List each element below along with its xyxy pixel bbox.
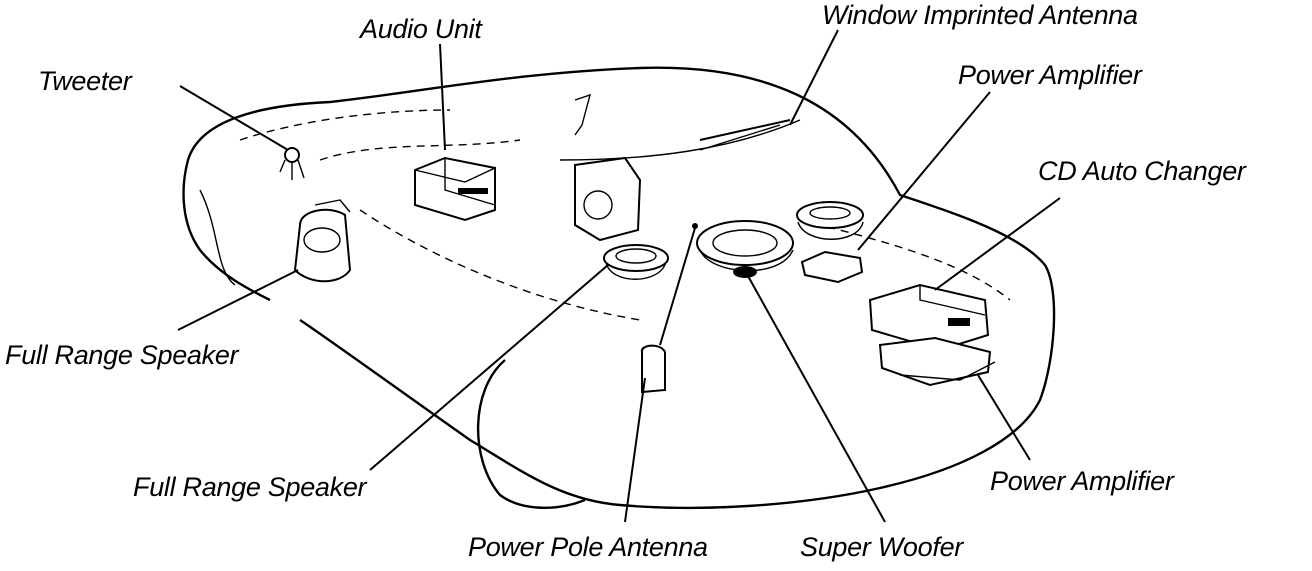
rear-shelf-speaker-shape [796, 201, 864, 240]
audio-unit-label: Audio Unit [360, 14, 482, 44]
power-amplifier-bottom-shape [878, 336, 996, 387]
tweeter-shape [279, 147, 305, 180]
car-floor-line [359, 209, 641, 321]
tweeter-label: Tweeter [38, 66, 132, 96]
front-speaker-shape [293, 199, 352, 283]
car-rear-wheel-arch [476, 359, 586, 509]
power-pole-antenna-label: Power Pole Antenna [468, 532, 708, 562]
car-roof-outline [186, 66, 1056, 510]
audio-unit-shape [414, 156, 496, 222]
car-rear-window [559, 119, 801, 161]
power-amplifier-top-label: Power Amplifier [958, 60, 1142, 90]
power-pole-antenna-shape [640, 223, 698, 394]
super-woofer-label: Super Woofer [800, 532, 963, 562]
power-amplifier-top-shape [800, 250, 864, 284]
window-antenna-trace [699, 119, 791, 141]
center-assembly-shape [574, 93, 642, 242]
rear-center-speaker-shape [603, 244, 669, 280]
car-front-outline [182, 159, 271, 302]
power-amplifier-bottom-label: Power Amplifier [990, 466, 1174, 496]
full-range-speaker-center-label: Full Range Speaker [133, 472, 367, 502]
car-front-wheel-arch [199, 189, 236, 286]
car-rear-window-2 [699, 124, 781, 151]
cd-auto-changer-label: CD Auto Changer [1038, 156, 1246, 186]
leader-lines [177, 29, 1061, 523]
cd-changer-shape [868, 283, 990, 352]
window-antenna-label: Window Imprinted Antenna [822, 0, 1138, 30]
car-interior-line [239, 109, 451, 141]
super-woofer-shape [696, 220, 794, 278]
full-range-speaker-left-label: Full Range Speaker [5, 340, 239, 370]
car-interior-line-2 [319, 139, 521, 161]
